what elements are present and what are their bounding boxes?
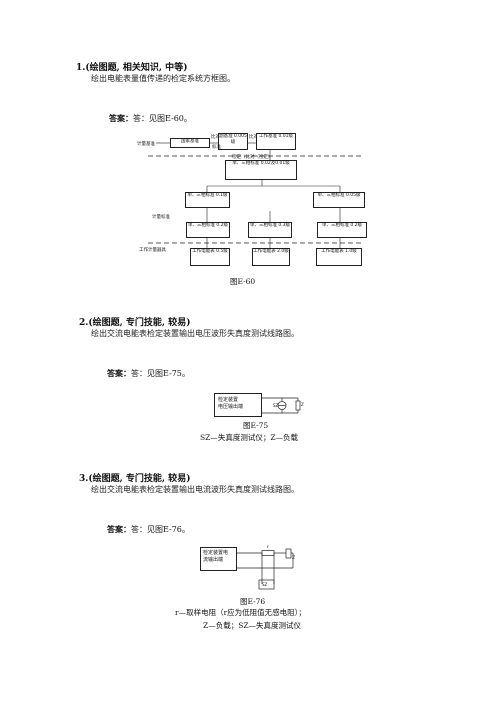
q1-answer-text: 答：见图E-60。 [133,114,192,123]
fig76-device-box: 检定装置电 流输出端 [200,547,237,571]
fig60-caption: 图E-60 [230,277,256,286]
fig76-load-label: Z [292,556,296,561]
q3-question-text: 绘出交流电能表检定装置输出电流波形失真度测试线路图。 [91,485,299,494]
q3-answer-label: 答案： [107,524,131,534]
fig60-compare-label-1: 比对 [211,135,220,140]
fig60-meter-1-0-box: 工作电能表 1.0级 [316,248,362,266]
q2-answer-label: 答案： [107,368,131,378]
fig60-std-0-02-box: 单、三相标准 0.02及0.01级 [225,160,297,180]
fig60-label-standard: 计量标准 [152,215,170,220]
fig76-resistor-label: r [267,545,269,550]
fig60-compare-label-2: 比对 [249,135,258,140]
fig60-sub-standard-box: 副基准 0.005级 [218,133,248,150]
fig75-caption: 图E-75 [243,421,269,430]
fig60-std-0-1-box: 单、三相标准 0.1级 [185,192,230,208]
q2-answer-text: 答：见图E-75。 [131,369,190,378]
q1-answer-label: 答案： [109,113,133,123]
fig60-verify-label: 检定（比对（检定） [232,155,273,160]
q3-answer: 答案：答：见图E-76。 [107,524,190,535]
fig60-meter-2-0-box: 工作电能表 2.0级 [252,248,290,266]
fig76-device-line1: 检定装置电 [203,550,229,556]
fig60-national-standard-box: 国家基准 [170,138,210,148]
fig75-legend: SZ—失真度测试仪；Z—负载 [200,433,299,442]
fig76-legend-2: Z—负载；SZ—失真度测试仪 [203,621,302,630]
fig76-device-line2: 流输出端 [203,557,224,563]
fig75-device-box: 检定装置 电压输出端 [214,393,262,417]
fig60-std-0-3-box: 单、三相标准 0.3级 [248,222,292,238]
q2-answer: 答案：答：见图E-75。 [107,368,190,379]
fig75-device-line2: 电压输出端 [218,404,244,410]
fig76-caption: 图E-76 [240,597,266,606]
q3-answer-text: 答：见图E-76。 [131,525,190,534]
q2-question-text: 绘出交流电能表检定装置输出电压波形失真度测试线路图。 [91,329,299,338]
fig60-meter-0-5-box: 工作电能表 0.5级 [190,248,230,266]
fig60-label-reference: 计量基准 [137,142,155,147]
q2-title: 2.(绘图题, 专门技能, 较易) [79,318,191,328]
fig60-label-working: 工作计量器具 [139,248,166,253]
q1-title: 1.(绘图题, 相关知识, 中等) [76,63,188,73]
fig60-std-0-2-left-box: 单、三相标准 0.2级 [186,222,230,238]
q1-question-text: 绘出电能表量值传递的检定系统方框图。 [91,74,235,83]
fig60-calib-label: 标准 [212,145,221,150]
fig75-device-line1: 检定装置 [218,397,239,403]
fig75-meter-label: SZ [273,403,279,408]
fig75-load-label: Z [301,402,304,407]
fig60-std-0-2-right-box: 单、三相标准 0.2级 [317,222,367,238]
fig76-meter-label: SZ [262,582,268,587]
fig76-legend-1: r—取样电阻（r应为低阻值无感电阻）； [175,608,306,617]
fig60-std-0-05-box: 单、三相标准 0.05级 [313,192,365,208]
q3-title: 3.(绘图题, 专门技能, 较易) [79,474,191,484]
fig60-working-standard-box: 工作基准 0.01级 [256,133,296,150]
q1-answer: 答案：答：见图E-60。 [109,113,192,124]
